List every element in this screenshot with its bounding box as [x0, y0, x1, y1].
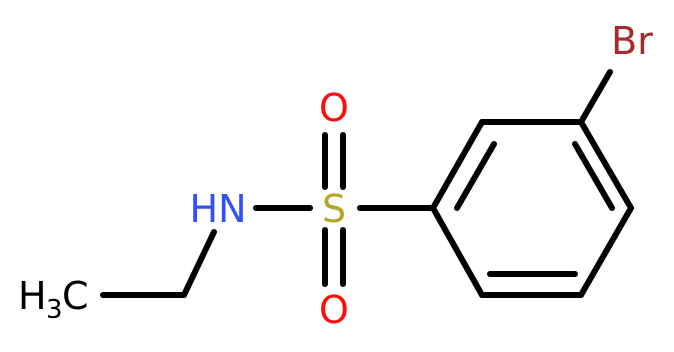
bond-ring-6 [430, 205, 485, 298]
atom-br-label: Br [611, 19, 653, 63]
atom-nh-label: HN [190, 187, 247, 231]
bond-n-c [181, 229, 217, 298]
bond-ring-3 [578, 119, 634, 211]
atom-ch3-label: H 3 C [18, 274, 89, 325]
bond-c-br [578, 69, 613, 125]
bond-ring-inner-1 [454, 141, 497, 211]
atom-o-bottom-label: O [319, 288, 349, 332]
bonds [100, 69, 634, 298]
atom-s-label: S [322, 187, 346, 231]
bond-ring-1 [430, 119, 485, 211]
ch3-c-text: C [62, 274, 89, 318]
ch3-h-text: H [18, 274, 47, 318]
atom-o-top-label: O [319, 86, 349, 130]
ch3-subscript-text: 3 [46, 295, 63, 325]
bond-ring-4 [578, 205, 634, 298]
bond-ring-inner-2 [572, 141, 615, 211]
